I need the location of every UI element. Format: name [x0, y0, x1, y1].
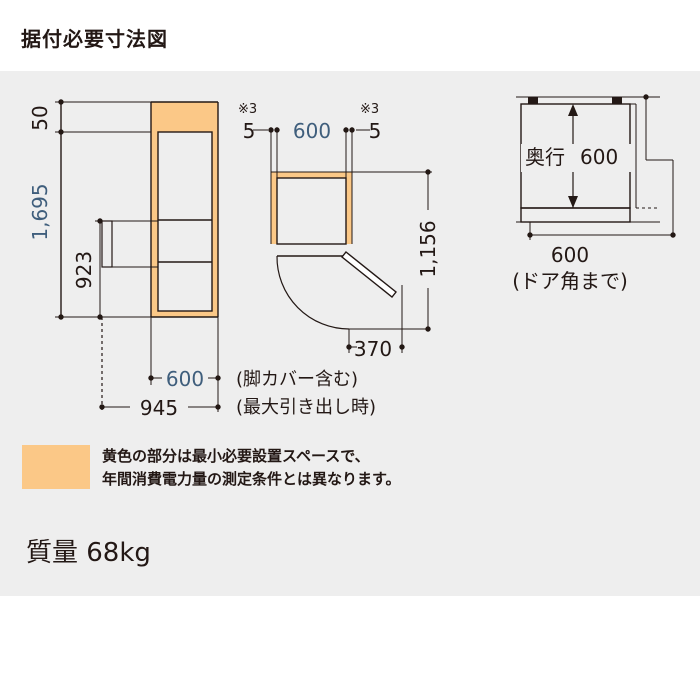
depth-with-cover-label: 600: [166, 367, 204, 391]
legend-text: 黄色の部分は最小必要設置スペースで、 年間消費電力量の測定条件とは異なります。: [102, 445, 401, 491]
weight-label: 質量 68kg: [26, 538, 151, 568]
door-swing-arc: [276, 255, 350, 330]
side-mark-right: ※3: [360, 102, 379, 117]
legend-swatch: [22, 445, 90, 489]
left-side-clearance: [271, 172, 277, 244]
open-door: [341, 251, 397, 298]
depth-label: 奥行: [525, 145, 565, 169]
door-open-depth-label: 1,156: [416, 220, 440, 277]
bottom-clearance-area: [151, 311, 218, 317]
height-label: 1,695: [28, 183, 52, 240]
page-title: 据付必要寸法図: [21, 27, 168, 51]
top-clearance-area: [151, 102, 218, 132]
depth-to-door-corner-label: 600: [551, 243, 589, 267]
top-view: [253, 127, 432, 353]
door-swing-label: 370: [354, 337, 392, 361]
side-clearance-area: [212, 132, 218, 312]
rear-top-clearance: [271, 172, 352, 178]
depth-value-label: 600: [580, 145, 618, 169]
depth-with-cover-note: (脚カバー含む): [236, 369, 358, 390]
side-view: [55, 99, 221, 412]
rear-clearance-area: [151, 132, 158, 312]
door-handle-height-label: 923: [72, 251, 96, 289]
width-label: 600: [293, 119, 331, 143]
fridge-top-body: [276, 177, 347, 245]
depth-max-open-note: (最大引き出し時): [236, 397, 376, 418]
legend-line-1: 黄色の部分は最小必要設置スペースで、: [102, 447, 370, 465]
side-gap-left-label: 5: [243, 119, 256, 143]
side-gap-right-label: 5: [369, 119, 382, 143]
depth-max-open-label: 945: [140, 396, 178, 420]
right-side-clearance: [346, 172, 352, 244]
fridge-side-body: [157, 131, 213, 312]
depth-to-door-corner-note: (ドア角まで): [512, 269, 628, 293]
legend-line-2: 年間消費電力量の測定条件とは異なります。: [102, 470, 401, 488]
side-mark-left: ※3: [238, 102, 257, 117]
drawer-pulled-out: [101, 220, 113, 268]
top-clearance-label: 50: [28, 105, 52, 130]
